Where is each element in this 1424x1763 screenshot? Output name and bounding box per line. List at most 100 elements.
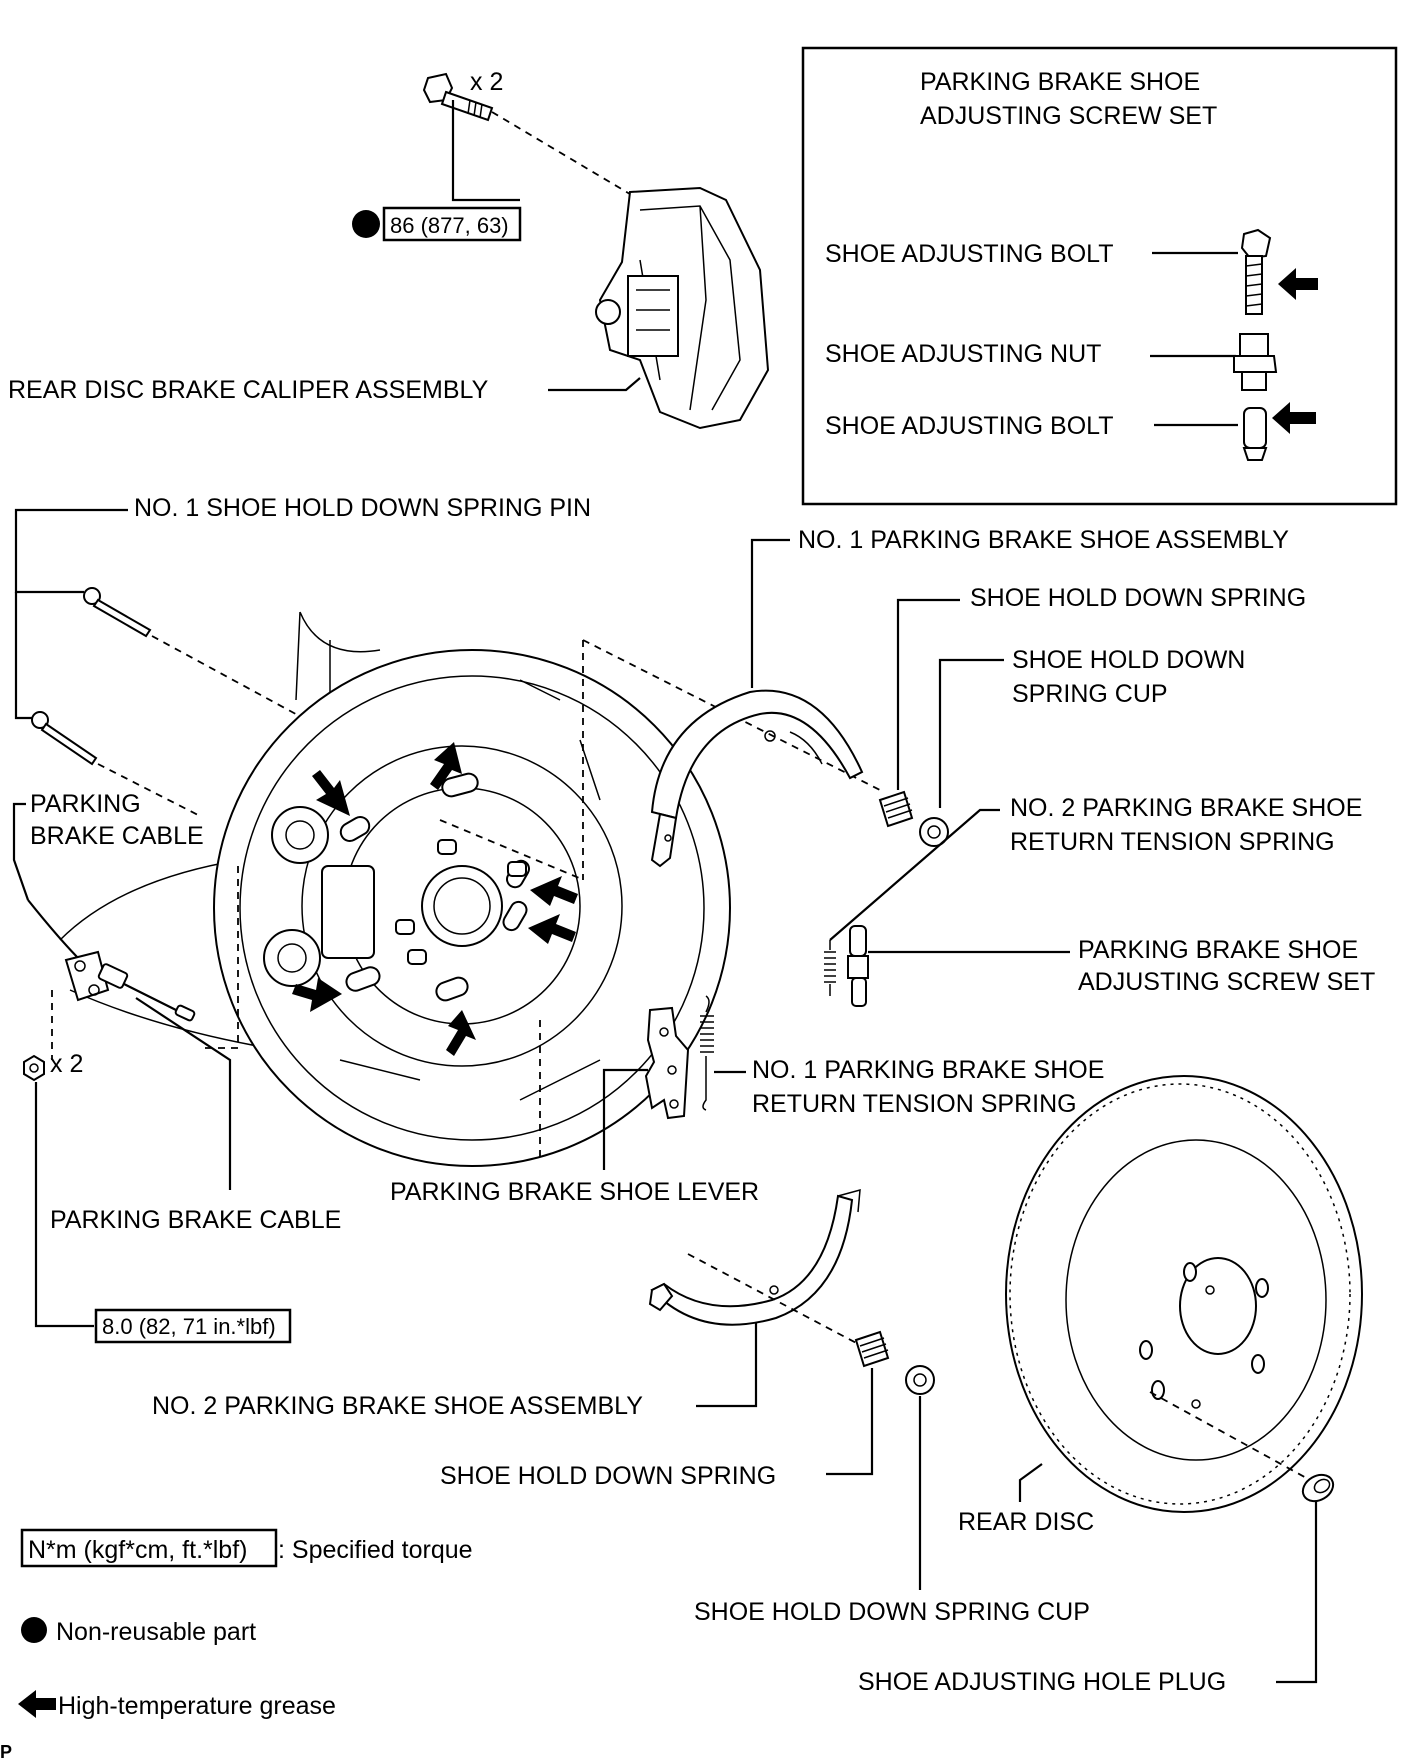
spring-pin-label: NO. 1 SHOE HOLD DOWN SPRING PIN (134, 494, 591, 522)
shoe-hold-down-spring-cup-lower (905, 1365, 935, 1395)
spring-pin-leader-bottom (14, 592, 40, 720)
legend-grease: High-temperature grease (58, 1692, 336, 1720)
grease-arrow-icon (312, 770, 350, 816)
shoe-adjusting-bolt-bottom (1242, 407, 1268, 461)
no2-parking-brake-shoe (648, 1188, 861, 1326)
legend-torque-box (20, 1528, 278, 1568)
slot-right-2 (502, 900, 528, 932)
wheel-stud (395, 919, 415, 935)
anchor-block (321, 865, 375, 959)
slot-upper (441, 772, 479, 798)
cable-upper-label-line1: PARKING (30, 790, 141, 818)
legend-torque-desc: : Specified torque (278, 1536, 473, 1564)
knuckle-boss-lower (263, 929, 321, 987)
rear-disc (1005, 1075, 1363, 1513)
caliper-leader (548, 377, 641, 392)
cable-upper-label-line2: BRAKE CABLE (30, 822, 204, 850)
return-spring-no1-label-line1: NO. 1 PARKING BRAKE SHOE (752, 1056, 1104, 1084)
nut-torque-value: 8.0 (82, 71 in.*lbf) (102, 1314, 276, 1339)
parking-brake-cable (27, 899, 196, 1022)
shoe-adjusting-bolt-top (1240, 228, 1272, 315)
cable-nut (23, 1054, 45, 1082)
caliper-torque-value: 86 (877, 63) (390, 213, 509, 238)
shoe-guide-upper (582, 639, 881, 791)
shoe-adjusting-nut (1233, 333, 1278, 391)
hole-plug-leader (1276, 1502, 1318, 1684)
pin-guide-top (151, 635, 341, 739)
footer-mark: P (0, 1742, 12, 1762)
cable-lower-label: PARKING BRAKE CABLE (50, 1206, 341, 1234)
grease-arrow-icon (1272, 402, 1316, 434)
caliper-bolt (422, 72, 494, 122)
shoe-no2-guide (687, 1253, 863, 1347)
disc-hub-bore (1179, 1257, 1257, 1355)
legend-nonreusable: Non-reusable part (56, 1618, 256, 1646)
screw-guide (439, 819, 585, 881)
hold-spring-upper-leader (896, 598, 960, 790)
hold-cup-lower-label: SHOE HOLD DOWN SPRING CUP (694, 1598, 1090, 1626)
caliper-torque-box (382, 206, 522, 242)
return-spring-no2-label-line1: NO. 2 PARKING BRAKE SHOE (1010, 794, 1362, 822)
return-spring-no1-label-line2: RETURN TENSION SPRING (752, 1090, 1077, 1118)
grease-arrow-icon (430, 742, 462, 790)
hold-down-spring-pin-bottom (31, 711, 98, 766)
rear-disc-label: REAR DISC (958, 1508, 1094, 1536)
return-spring-no2-label-line2: RETURN TENSION SPRING (1010, 828, 1335, 856)
wheel-stud (407, 949, 427, 965)
screw-set-label-line1: PARKING BRAKE SHOE (1078, 936, 1358, 964)
pin-guide-bottom (97, 763, 201, 817)
caliper-bleeder (595, 299, 621, 325)
nonreusable-legend-icon (21, 1617, 47, 1643)
hole-plug-label: SHOE ADJUSTING HOLE PLUG (858, 1668, 1226, 1696)
wheel-stud (437, 839, 457, 855)
no1-parking-brake-shoe (650, 689, 864, 868)
no2-return-tension-spring (824, 940, 836, 996)
grease-arrow-icon (528, 914, 576, 944)
return-spring-no2-leader (829, 808, 1000, 941)
slot-left (339, 816, 371, 842)
hold-spring-lower-label: SHOE HOLD DOWN SPRING (440, 1462, 776, 1490)
grease-arrow-icon (292, 978, 342, 1012)
caliper-bolt-guide (491, 111, 641, 201)
cable-nut-qty: x 2 (50, 1050, 83, 1078)
caliper-label: REAR DISC BRAKE CALIPER ASSEMBLY (8, 376, 489, 404)
adjusting-screw-set (847, 925, 869, 1007)
caliper-bolt-qty: x 2 (470, 68, 503, 96)
hold-down-spring-pin-top (83, 587, 152, 638)
grease-arrow-icon (446, 1010, 476, 1056)
wheel-stud (507, 861, 527, 877)
nut-torque-box (94, 1308, 292, 1344)
shoe-hold-down-spring-upper (878, 790, 914, 828)
inset-box (801, 46, 1398, 506)
inset-nut-label: SHOE ADJUSTING NUT (825, 340, 1101, 368)
hold-cup-upper-label-line1: SHOE HOLD DOWN (1012, 646, 1245, 674)
slot-lower-left (345, 966, 381, 992)
spring-pin-leader-top (14, 508, 128, 594)
cable-upper-leader (12, 802, 30, 901)
rear-disc-leader (1018, 1463, 1043, 1502)
hold-cup-upper-label-line2: SPRING CUP (1012, 680, 1168, 708)
shoe-hold-down-spring-cup-upper (919, 817, 949, 847)
shoe-no1-label: NO. 1 PARKING BRAKE SHOE ASSEMBLY (798, 526, 1289, 554)
hold-spring-upper-label: SHOE HOLD DOWN SPRING (970, 584, 1306, 612)
cable-lower-leader (135, 997, 232, 1190)
no1-return-tension-spring (700, 995, 714, 1111)
shoe-adjusting-hole-plug (1301, 1473, 1335, 1503)
caliper-bolt-leader (451, 100, 520, 202)
screw-set-label-line2: ADJUSTING SCREW SET (1078, 968, 1375, 996)
grease-arrow-icon (1278, 268, 1318, 300)
shoe-no2-leader (696, 1322, 758, 1408)
knuckle-boss-upper (271, 806, 329, 864)
legend-torque-unit: N*m (kgf*cm, ft.*lbf) (28, 1536, 247, 1564)
hold-cup-upper-leader (938, 658, 1004, 808)
cable-guide (200, 866, 239, 1049)
caliper-assembly (595, 186, 770, 430)
inset-bolt-top-label: SHOE ADJUSTING BOLT (825, 240, 1113, 268)
shoe-no2-label: NO. 2 PARKING BRAKE SHOE ASSEMBLY (152, 1392, 643, 1420)
shoe-no1-leader (750, 538, 790, 688)
grease-arrow-icon (530, 876, 578, 906)
parking-brake-shoe-lever (644, 1006, 690, 1120)
shoe-lever-leader (602, 1068, 648, 1170)
inset-title-line2: ADJUSTING SCREW SET (920, 102, 1217, 130)
